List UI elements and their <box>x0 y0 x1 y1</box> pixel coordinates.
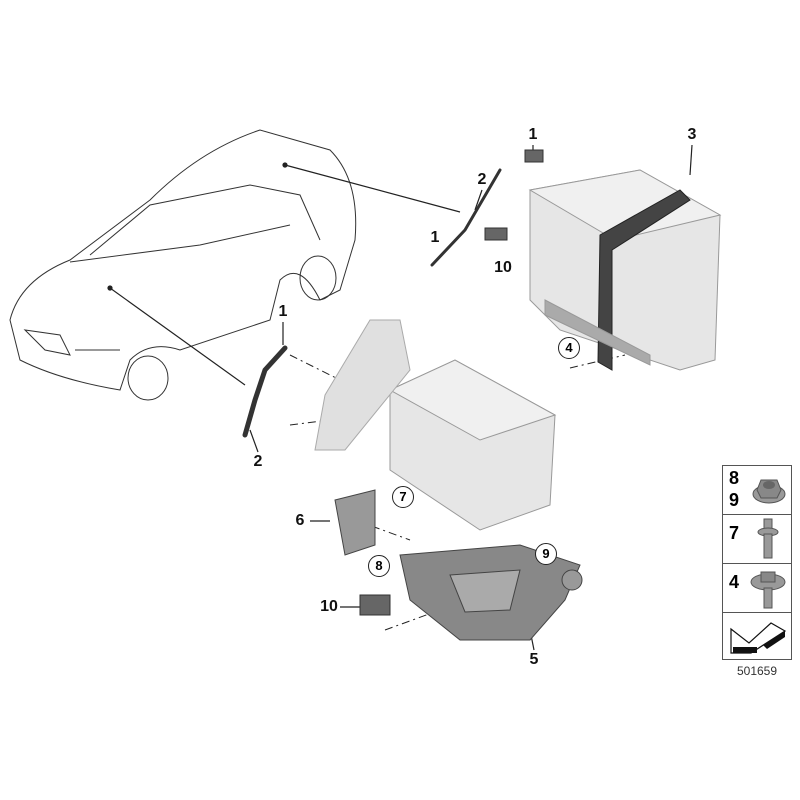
leader-lines <box>107 144 693 651</box>
callout-1: 1 <box>528 126 538 143</box>
callout-5: 5 <box>529 651 539 668</box>
cables <box>242 168 502 438</box>
hex-nut-icon <box>752 479 786 504</box>
callout-3: 3 <box>687 126 697 143</box>
battery-cover <box>314 319 411 451</box>
callout-10: 10 <box>320 598 338 615</box>
fastener-cell-flange-bolt: 4 <box>723 564 791 613</box>
callout-6: 6 <box>295 512 305 529</box>
fastener-cell-arrow <box>723 613 791 659</box>
fastener-cell-nut: 8 9 <box>723 466 791 515</box>
fastener-cell-bolt: 7 <box>723 515 791 564</box>
direction-arrow-icon <box>730 622 787 654</box>
battery-tray <box>334 489 583 641</box>
callout-7: 7 <box>392 486 414 508</box>
small-parts <box>359 149 544 616</box>
callout-1: 1 <box>278 303 288 320</box>
diagram-number: 501659 <box>736 664 778 678</box>
callout-9: 9 <box>535 543 557 565</box>
callout-10: 10 <box>494 259 512 276</box>
callout-4: 4 <box>558 337 580 359</box>
callout-2: 2 <box>253 453 263 470</box>
callout-8: 8 <box>368 555 390 577</box>
flange-bolt-icon <box>750 571 786 609</box>
battery-lower <box>388 359 557 531</box>
fastener-label-4: 4 <box>729 572 740 592</box>
callout-1: 1 <box>430 229 440 246</box>
vehicle-outline <box>9 129 357 401</box>
fastener-label-8: 8 <box>729 468 740 488</box>
callout-2: 2 <box>477 171 487 188</box>
fastener-panel: 8 9 7 4 <box>722 465 792 660</box>
fastener-label-9: 9 <box>729 490 740 510</box>
bolt-icon <box>757 518 779 559</box>
battery-upper <box>528 169 722 371</box>
fastener-label-7: 7 <box>729 523 740 543</box>
